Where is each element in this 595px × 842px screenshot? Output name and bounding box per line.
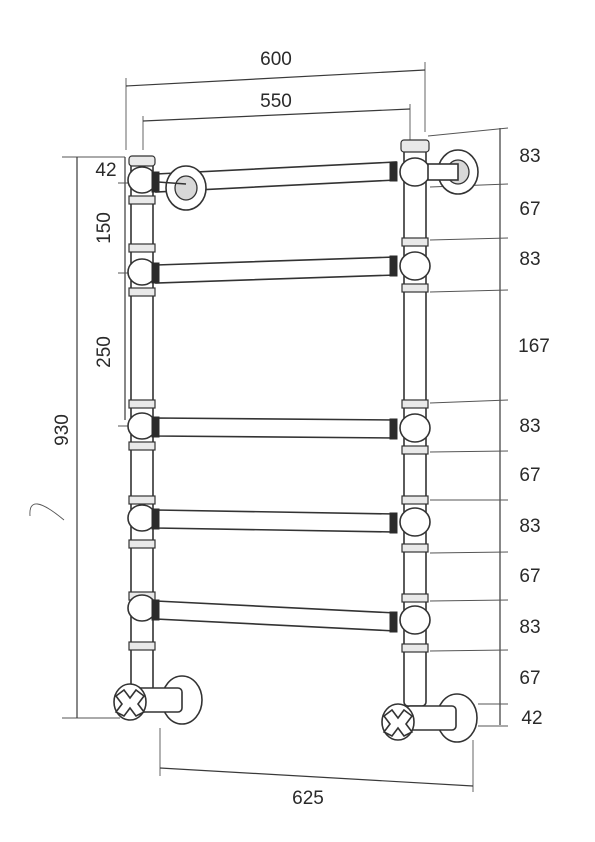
label-42-left: 42 — [95, 160, 116, 181]
dim-height-930: 930 — [52, 156, 125, 719]
label-600: 600 — [260, 49, 292, 70]
label-930: 930 — [52, 414, 73, 446]
dim-width-550: 550 — [142, 91, 411, 150]
right-upright-bands — [400, 139, 430, 653]
label-right-3: 83 — [519, 249, 540, 270]
horizontal-bars — [151, 161, 398, 633]
label-right-2: 67 — [519, 199, 540, 220]
label-150: 150 — [94, 212, 115, 244]
label-right-9: 83 — [519, 617, 540, 638]
left-upright-bands — [128, 155, 156, 651]
label-625: 625 — [292, 788, 324, 809]
label-550: 550 — [260, 91, 292, 112]
right-wall-bracket — [427, 149, 479, 195]
label-right-7: 83 — [519, 516, 540, 537]
label-right-1: 83 — [519, 146, 540, 167]
right-upright — [399, 139, 431, 707]
label-right-8: 67 — [519, 566, 540, 587]
left-valve — [113, 675, 203, 725]
left-wall-bracket — [157, 165, 207, 211]
dim-width-600: 600 — [125, 49, 426, 150]
label-right-10: 67 — [519, 668, 540, 689]
right-valve — [381, 693, 478, 743]
label-right-5: 83 — [519, 416, 540, 437]
label-250: 250 — [94, 336, 115, 368]
label-right-11: 42 — [521, 708, 542, 729]
punch-hole-mark — [29, 503, 65, 521]
label-right-4: 167 — [518, 336, 550, 357]
dim-right-segments: 83 67 83 167 83 67 83 67 83 67 42 — [427, 127, 550, 729]
label-right-6: 67 — [519, 465, 540, 486]
dim-width-625: 625 — [159, 728, 474, 809]
